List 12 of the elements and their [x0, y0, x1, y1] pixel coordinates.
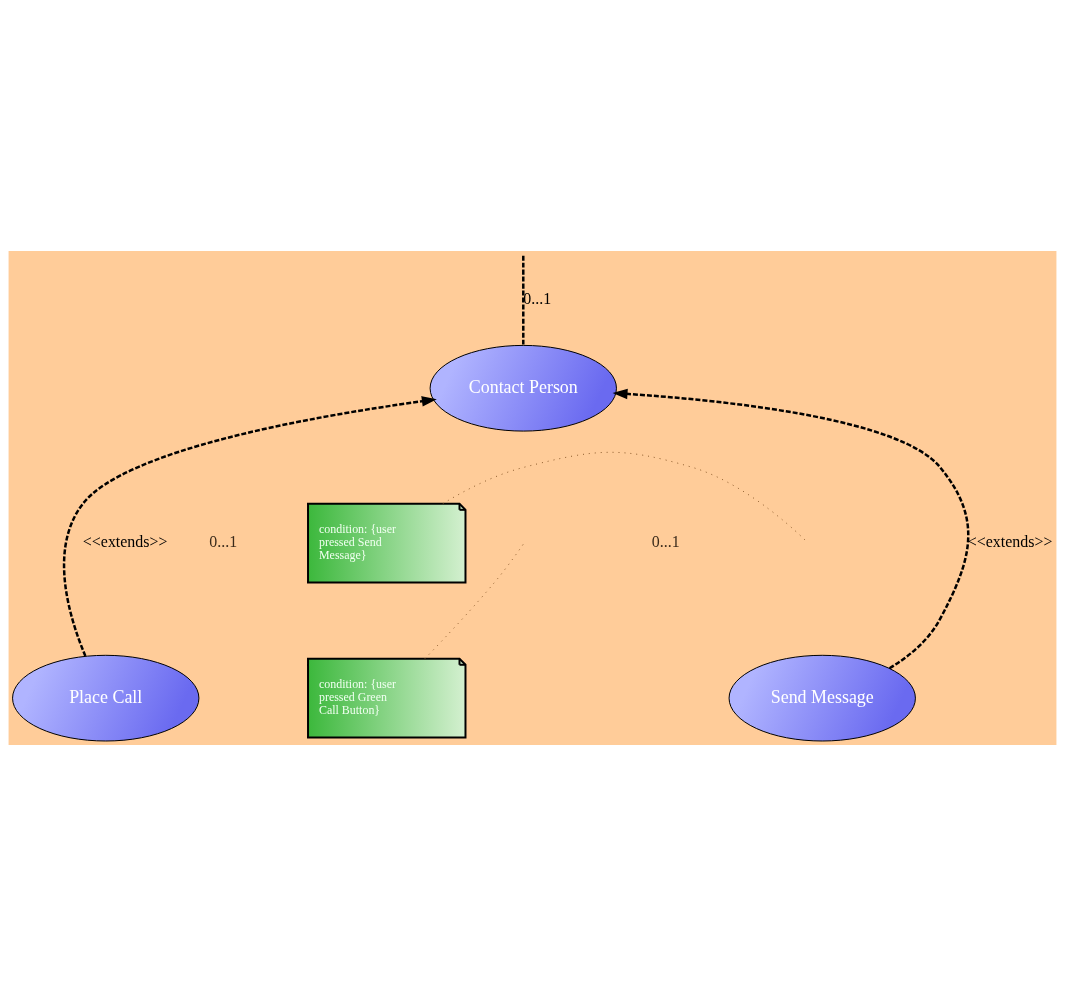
edge-label: <<extends>>: [967, 532, 1053, 550]
node-ellipse: Place Call: [12, 654, 200, 741]
connector: [522, 255, 525, 345]
label: 0...1: [209, 532, 238, 550]
edge-label: <<extends>>: [82, 532, 168, 550]
node-ellipse: Contact Person: [429, 344, 617, 432]
node-ellipse: Send Message: [728, 654, 916, 741]
connector: [424, 543, 524, 659]
label: 0...1: [651, 532, 680, 550]
edge-label: 0...1: [523, 289, 552, 307]
arrow: [612, 388, 970, 669]
arrow: [62, 395, 437, 656]
